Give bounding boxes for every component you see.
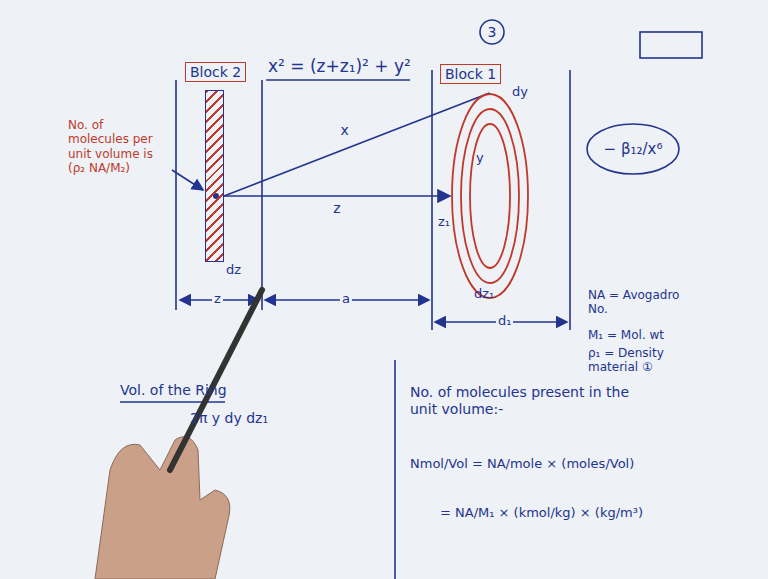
note-text: = NA/M₁ × (kmol/kg) × (kg/m³) xyxy=(440,505,643,521)
note-text: d₁ xyxy=(496,313,513,329)
leader-line xyxy=(172,170,203,190)
note-text: z xyxy=(212,291,223,307)
note-text: a xyxy=(340,291,352,307)
ring xyxy=(470,124,510,268)
node-text: 3 xyxy=(478,18,506,46)
ring xyxy=(452,94,528,298)
note-text: z₁ xyxy=(438,214,450,230)
note-text: dy xyxy=(512,84,528,100)
note-text: y xyxy=(476,150,484,166)
note-text: x² = (z+z₁)² + y² xyxy=(268,56,411,76)
edge-label: x xyxy=(338,122,350,139)
boundary-line xyxy=(431,70,433,330)
underline xyxy=(266,79,410,81)
note-text: Nmol/Vol = NA/mole × (moles/Vol) xyxy=(410,456,634,472)
node-box: Block 1 xyxy=(440,64,550,302)
note-text: NA = Avogadro No. xyxy=(588,288,700,317)
connector-arrow xyxy=(224,195,450,197)
note-text: dz₁ xyxy=(474,286,494,302)
node-box: Block 2 xyxy=(185,62,246,262)
note-text: dz xyxy=(226,262,241,278)
hatched-strip xyxy=(205,90,224,262)
underline xyxy=(120,401,225,403)
hand xyxy=(95,290,262,579)
note-text: No. of molecules per unit volume is (ρ₂ … xyxy=(68,118,168,176)
block-heading: Block 2 xyxy=(185,62,246,82)
block-heading: Block 1 xyxy=(440,64,501,84)
divider-line xyxy=(394,360,396,579)
note-text: 2π y dy dz₁ xyxy=(190,410,268,427)
note-text: ρ₁ = Density material ① xyxy=(588,346,696,375)
node-box: 3 xyxy=(478,18,506,46)
note-text: Vol. of the Ring xyxy=(120,382,227,399)
node-text: − β₁₂/x⁶ xyxy=(585,122,681,176)
note-text: M₁ = Mol. wt xyxy=(588,328,664,342)
note-text: No. of molecules present in the unit vol… xyxy=(410,384,640,418)
note-box xyxy=(640,32,702,58)
ring-elements xyxy=(440,90,550,302)
connector-arrow xyxy=(224,93,490,196)
node-box: − β₁₂/x⁶ xyxy=(585,122,681,176)
boundary-line xyxy=(261,80,263,310)
boundary-line xyxy=(175,80,177,310)
edge-label: z xyxy=(331,200,342,217)
boundary-line xyxy=(569,70,571,330)
ring xyxy=(461,109,519,283)
